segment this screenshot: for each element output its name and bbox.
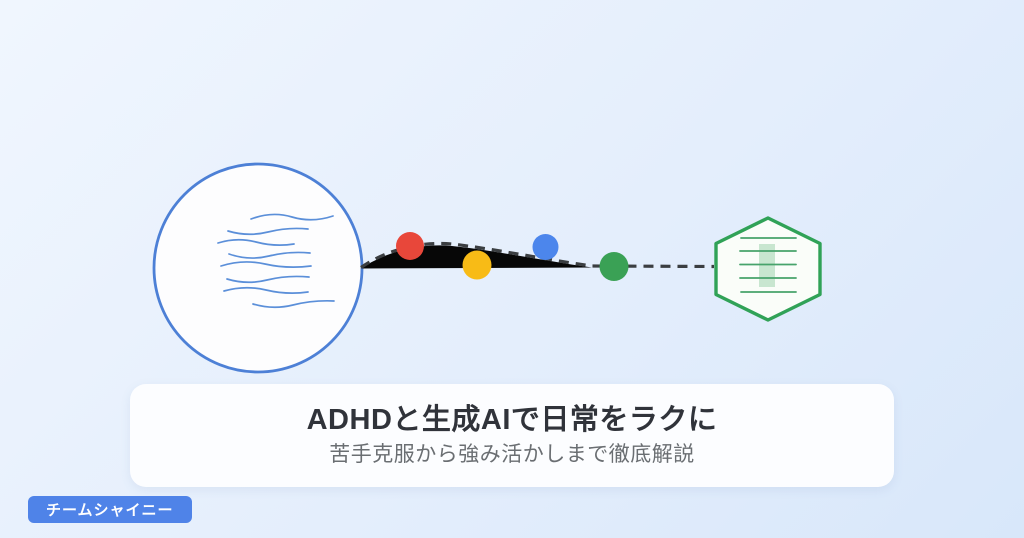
wave-lines-icon: [217, 213, 335, 309]
title-card: ADHDと生成AIで日常をラクに 苦手克服から強み活かしまで徹底解説: [130, 384, 894, 487]
yellow-dot: [462, 250, 492, 280]
page-title: ADHDと生成AIで日常をラクに: [306, 403, 718, 436]
dashed-journey-path: [360, 241, 715, 269]
document-hexagon-icon: [714, 216, 822, 322]
green-dot: [599, 252, 629, 281]
document-lines-icon: [739, 237, 797, 293]
brand-badge: チームシャイニー: [28, 496, 192, 523]
document-highlight-bar: [759, 244, 775, 287]
thought-waves-circle-icon: [152, 162, 364, 374]
blue-dot: [532, 234, 559, 260]
red-dot: [396, 232, 424, 260]
page-subtitle: 苦手克服から強み活かしまで徹底解説: [329, 443, 695, 467]
mind-circle: [152, 162, 364, 374]
